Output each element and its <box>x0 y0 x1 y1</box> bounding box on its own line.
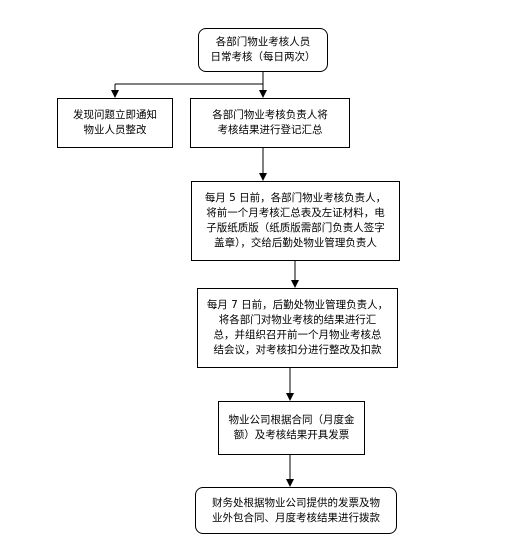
node-invoice-issuance-label: 物业公司根据合同（月度金 额）及考核结果开具发票 <box>228 414 355 441</box>
node-finance-payment-label: 财务处根据物业公司提供的发票及物 业外包合同、月度考核结果进行拨款 <box>212 496 380 524</box>
node-summary-meeting-label: 每月 7 日前，后勤处物业管理负责人， 将各部门对物业考核的结果进行汇 总，并组… <box>206 299 389 356</box>
node-daily-inspection-label: 各部门物业考核人员 日常考核（每日两次） <box>210 36 316 63</box>
node-register-summary-label: 各部门物业考核负责人将 考核结果进行登记汇总 <box>212 109 328 136</box>
node-register-summary: 各部门物业考核负责人将 考核结果进行登记汇总 <box>190 98 350 148</box>
node-summary-meeting: 每月 7 日前，后勤处物业管理负责人， 将各部门对物业考核的结果进行汇 总，并组… <box>197 288 398 368</box>
node-notify-rectification-label: 发现问题立即通知 物业人员整改 <box>73 109 157 136</box>
node-invoice-issuance: 物业公司根据合同（月度金 额）及考核结果开具发票 <box>218 401 365 455</box>
node-notify-rectification: 发现问题立即通知 物业人员整改 <box>57 98 173 148</box>
node-monthly-submission: 每月 5 日前，各部门物业考核负责人， 将前一个月考核汇总表及左证材料，电 子版… <box>191 181 400 261</box>
node-monthly-submission-label: 每月 5 日前，各部门物业考核负责人， 将前一个月考核汇总表及左证材料，电 子版… <box>204 192 387 249</box>
node-finance-payment: 财务处根据物业公司提供的发票及物 业外包合同、月度考核结果进行拨款 <box>195 487 397 534</box>
node-daily-inspection: 各部门物业考核人员 日常考核（每日两次） <box>198 28 328 72</box>
